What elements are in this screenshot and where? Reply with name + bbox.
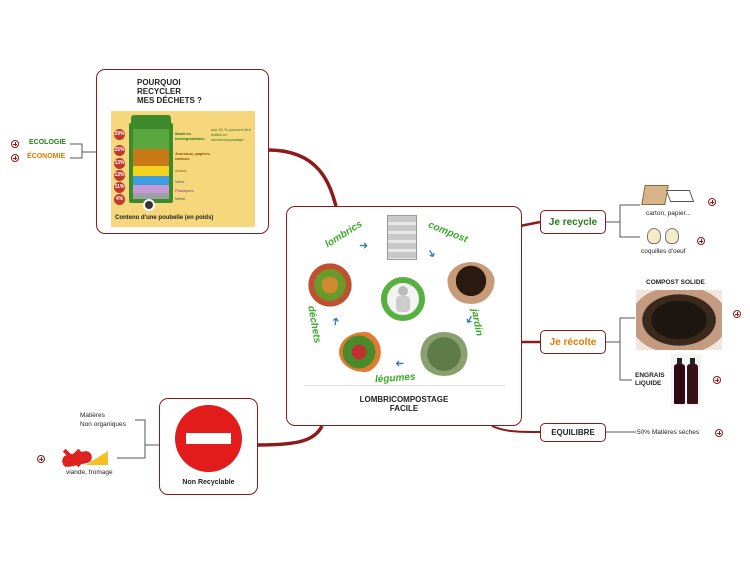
pourquoi-title: POURQUOI RECYCLER MES DÉCHETS ? (137, 78, 202, 105)
expand-eggshell-icon[interactable] (697, 237, 705, 245)
bin-layer-other (133, 166, 169, 176)
compost-hands-image (447, 262, 495, 304)
pourquoi-card[interactable]: POURQUOI RECYCLER MES DÉCHETS ? 29% 25% … (96, 69, 269, 234)
compost-solide-image (636, 290, 722, 350)
expand-equilibre-icon[interactable] (715, 429, 723, 437)
arrow-icon: ➜ (359, 240, 369, 252)
je-recolte-node[interactable]: Je récolte (540, 330, 606, 354)
center-title: LOMBRICOMPOSTAGE FACILE (359, 395, 449, 413)
cycle-word-compost: compost (426, 219, 470, 246)
cycle-word-dechets: déchets (305, 304, 323, 345)
equilibre-value: 50% Matières sèches (637, 429, 700, 436)
bin-layer-paper (133, 149, 169, 166)
viande-fromage-image (60, 447, 115, 469)
bin-layer-metal (133, 193, 169, 199)
je-recycle-node[interactable]: Je recycle (540, 210, 606, 234)
eggshell-label: coquilles d'oeuf (641, 248, 686, 255)
expand-carton-icon[interactable] (708, 198, 716, 206)
expand-compost-solide-icon[interactable] (733, 310, 741, 318)
expand-engrais-icon[interactable] (713, 376, 721, 384)
arrow-icon: ➜ (395, 357, 405, 369)
cycle-word-legumes: légumes (374, 371, 416, 386)
waste-image (307, 262, 353, 308)
expand-viande-icon[interactable] (37, 455, 45, 463)
bin-wheel (143, 199, 155, 211)
matieres-label: Matières Non organiques (80, 412, 126, 428)
expand-ecologie-icon[interactable] (11, 140, 19, 148)
economie-label: ÉCONOMIE (27, 153, 66, 160)
engrais-bottles-image (671, 354, 701, 406)
center-card[interactable]: lombrics compost jardin légumes déchets … (286, 206, 522, 426)
worm-bin-image (387, 215, 417, 260)
bin-layer-plastic (133, 185, 169, 193)
engrais-liquide-label: ENGRAIS LIQUIDE (635, 372, 665, 387)
non-recyclable-card[interactable]: Non Recyclable (159, 398, 258, 495)
bin-layer-glass (133, 176, 169, 185)
expand-economie-icon[interactable] (11, 154, 19, 162)
paper-image (665, 190, 695, 202)
carton-label: carton, papier... (646, 210, 691, 217)
ecologie-label: ECOLOGIE (29, 139, 66, 146)
compost-solide-label: COMPOST SOLIDE (646, 279, 705, 286)
bin-lid (131, 115, 171, 123)
no-entry-icon (175, 405, 242, 472)
carton-image (641, 185, 669, 205)
poubelle-image: 29% 25% 13% 13% 11% 4% Matières biodégra… (111, 111, 255, 227)
recycle-figure-icon (381, 277, 425, 321)
arrow-icon: ➜ (423, 246, 439, 261)
arrow-icon: ➜ (329, 316, 343, 328)
viande-fromage-label: viande, fromage (66, 469, 113, 476)
garden-image (419, 332, 469, 376)
poubelle-caption: Contenu d'une poubelle (en poids) (115, 215, 214, 221)
eggshell-image (647, 228, 681, 244)
bin-layer-bio (133, 129, 169, 149)
non-recyclable-label: Non Recyclable (182, 479, 235, 486)
equilibre-node[interactable]: EQUILIBRE (540, 423, 606, 442)
vegetables-image (339, 332, 389, 372)
